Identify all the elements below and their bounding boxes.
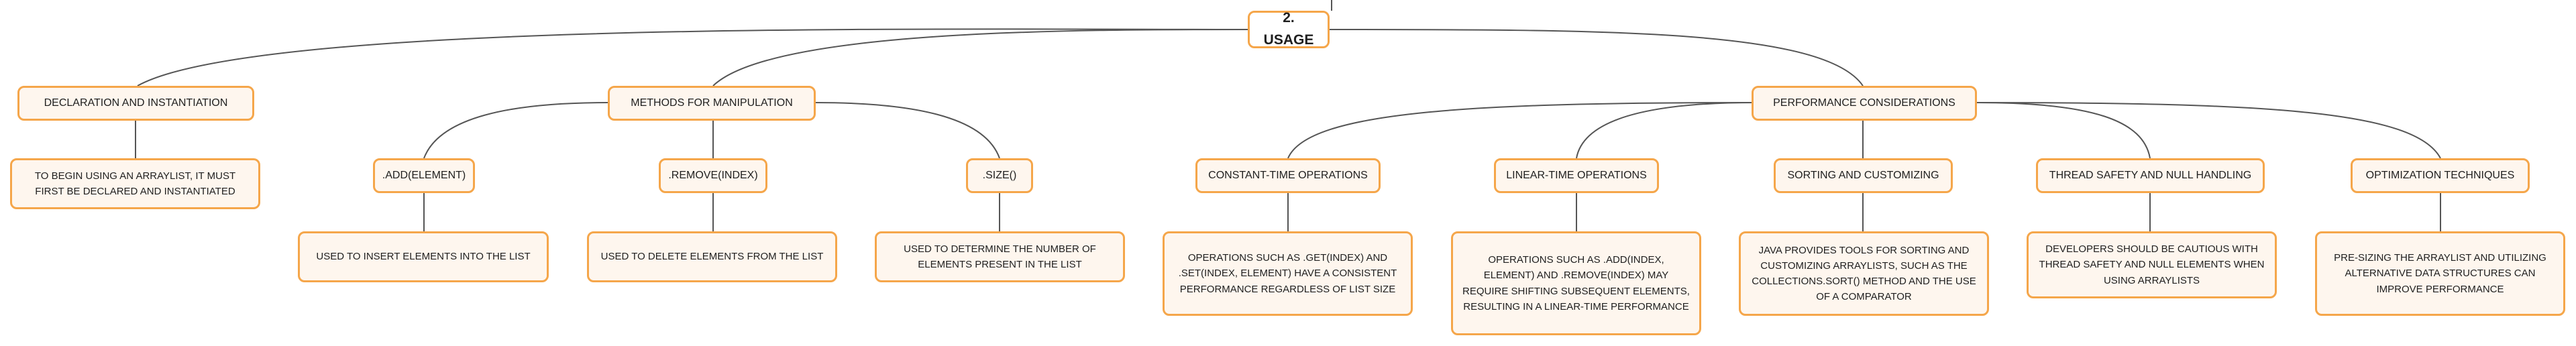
node-add-detail[interactable]: USED TO INSERT ELEMENTS INTO THE LIST [298,231,549,282]
edge-methods-add [423,102,608,159]
edge-perf-optimization [1976,102,2441,159]
edge-root-declaration [137,28,1250,86]
node-declaration-detail[interactable]: TO BEGIN USING AN ARRAYLIST, IT MUST FIR… [10,158,260,209]
node-performance[interactable]: PERFORMANCE CONSIDERATIONS [1752,86,1977,121]
edge-perf-constant [1287,102,1756,159]
node-linear-detail[interactable]: OPERATIONS SUCH AS .ADD(INDEX, ELEMENT) … [1451,231,1701,335]
edge-perf-linear [1576,102,1756,159]
node-add[interactable]: .ADD(ELEMENT) [373,158,475,193]
node-sorting[interactable]: SORTING AND CUSTOMIZING [1774,158,1953,193]
node-optimization[interactable]: OPTIMIZATION TECHNIQUES [2351,158,2530,193]
node-linear[interactable]: LINEAR-TIME OPERATIONS [1494,158,1659,193]
node-size[interactable]: .SIZE() [966,158,1033,193]
edge-methods-size [815,102,1000,159]
node-thread-detail[interactable]: DEVELOPERS SHOULD BE CAUTIOUS WITH THREA… [2027,231,2277,298]
node-methods[interactable]: METHODS FOR MANIPULATION [608,86,816,121]
root-node-usage[interactable]: 2. USAGE [1248,10,1330,48]
node-declaration[interactable]: DECLARATION AND INSTANTIATION [17,86,254,121]
node-constant-detail[interactable]: OPERATIONS SUCH AS .GET(INDEX) AND .SET(… [1163,231,1413,316]
node-optimization-detail[interactable]: PRE-SIZING THE ARRAYLIST AND UTILIZING A… [2315,231,2565,316]
node-remove[interactable]: .REMOVE(INDEX) [659,158,767,193]
edge-root-methods [712,29,1250,86]
node-sorting-detail[interactable]: JAVA PROVIDES TOOLS FOR SORTING AND CUST… [1739,231,1989,316]
node-size-detail[interactable]: USED TO DETERMINE THE NUMBER OF ELEMENTS… [875,231,1125,282]
node-constant[interactable]: CONSTANT-TIME OPERATIONS [1195,158,1381,193]
edge-perf-thread [1976,102,2151,159]
edge-root-performance [1328,29,1864,86]
node-thread[interactable]: THREAD SAFETY AND NULL HANDLING [2036,158,2265,193]
node-remove-detail[interactable]: USED TO DELETE ELEMENTS FROM THE LIST [587,231,837,282]
